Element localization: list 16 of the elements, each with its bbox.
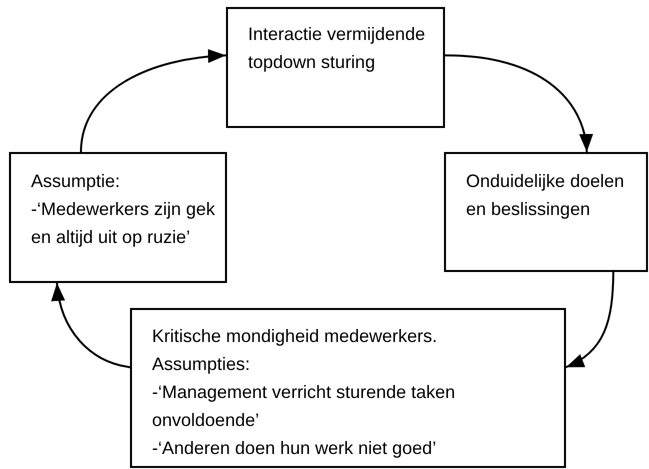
- curved-arrow: [444, 54, 592, 152]
- box-text: Assumpties:: [152, 353, 252, 376]
- process-box: [9, 152, 227, 283]
- box-text: Interactie vermijdende topdown sturing: [248, 23, 426, 74]
- curved-arrow: [52, 282, 130, 368]
- box-text: -‘Management verricht sturende taken onvoldoende’: [152, 381, 456, 432]
- box-text: Onduidelijke doelen en beslissingen: [466, 170, 626, 221]
- process-box: [130, 308, 566, 468]
- box-text: Kritische mondigheid medewerkers.: [152, 325, 438, 348]
- curved-arrow: [80, 50, 226, 152]
- process-box: [444, 152, 648, 272]
- box-text: Assumptie:: [31, 170, 122, 193]
- process-box: [226, 7, 445, 128]
- box-text: -‘Medewerkers zijn gek en altijd uit op ruzie’: [31, 198, 216, 249]
- curved-arrow: [566, 272, 614, 368]
- box-text: -‘Anderen doen hun werk niet goed’: [152, 437, 438, 460]
